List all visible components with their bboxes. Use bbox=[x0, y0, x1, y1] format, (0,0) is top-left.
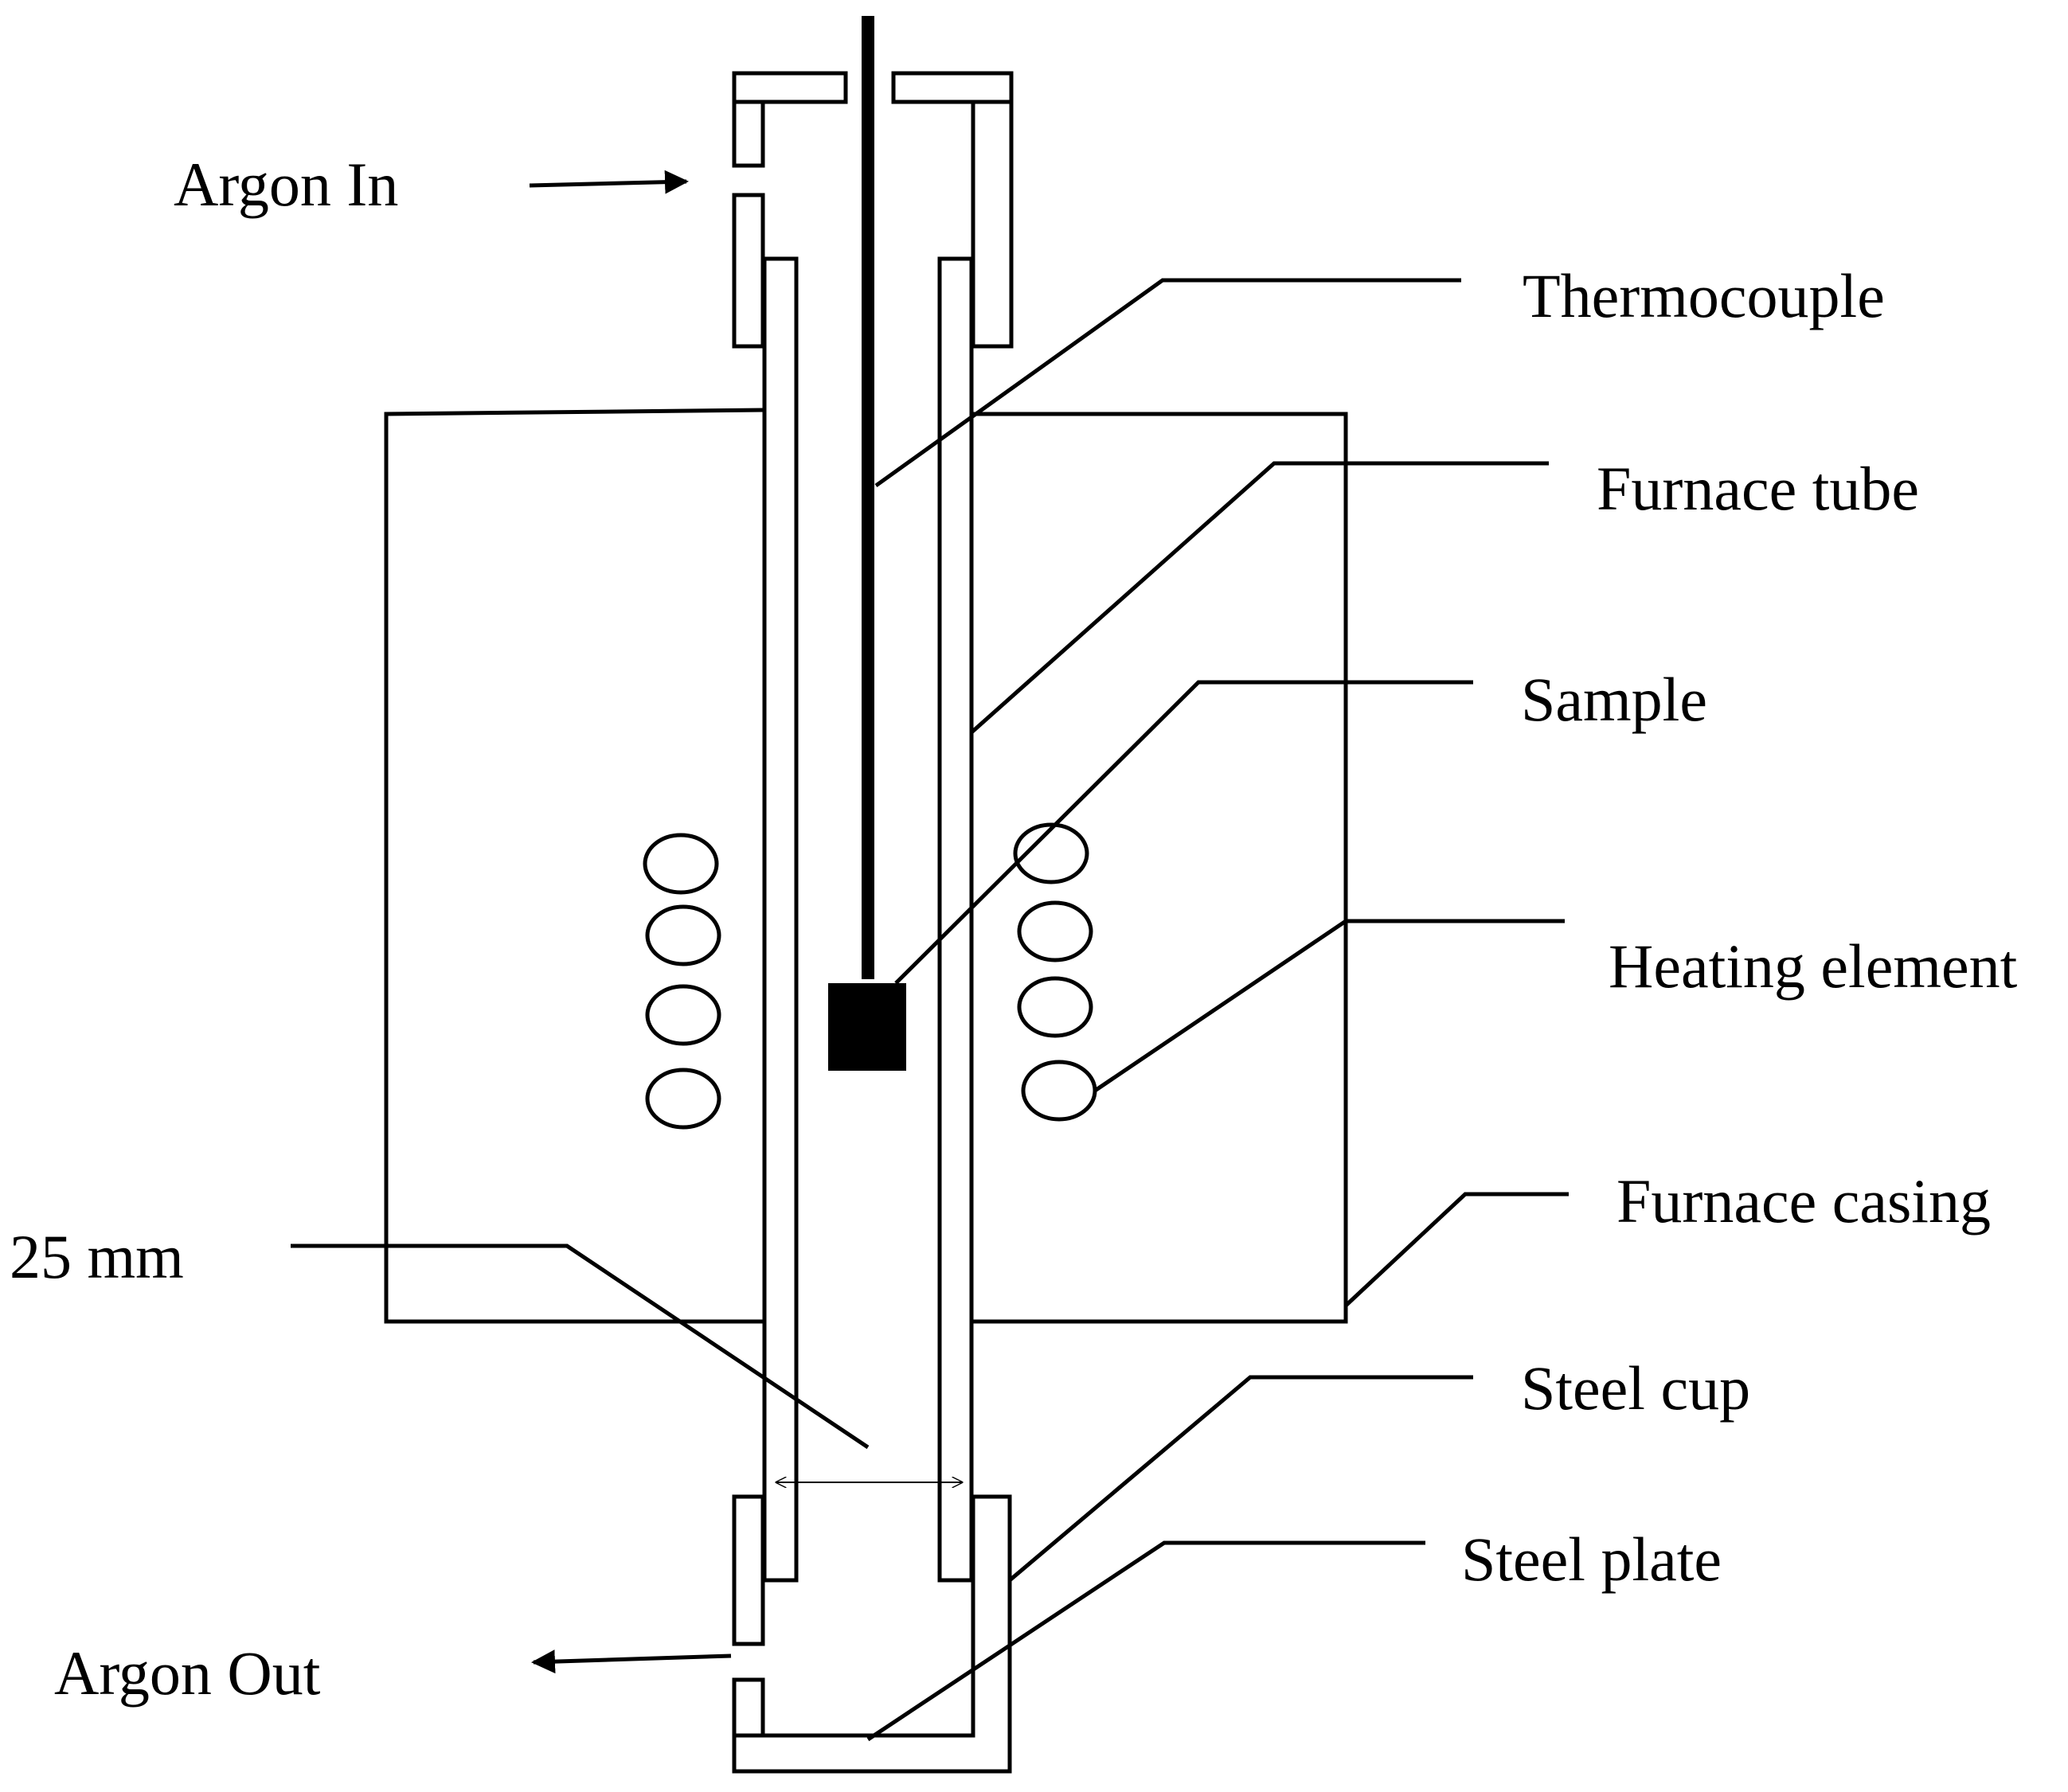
top-cap-right-lid bbox=[891, 71, 1014, 104]
thermocouple-leader bbox=[874, 278, 1461, 488]
sample-block bbox=[828, 983, 906, 1071]
furnace-casing-leader bbox=[1344, 1192, 1569, 1307]
top-cap-left-lid bbox=[732, 71, 848, 104]
dimension-leader bbox=[291, 1243, 870, 1450]
furnace-casing-label: Furnace casing bbox=[1616, 1166, 1991, 1236]
top-cap-left-upper-wall bbox=[732, 100, 765, 168]
heating-element-leader bbox=[1093, 919, 1565, 1093]
top-cap-right-wall bbox=[971, 100, 1014, 349]
furnace-tube-label: Furnace tube bbox=[1597, 454, 1919, 523]
steel-plate-label: Steel plate bbox=[1461, 1525, 1722, 1594]
steel-cup-leader bbox=[1008, 1375, 1473, 1582]
argon-out-label: Argon Out bbox=[54, 1638, 321, 1708]
argon-out-arrow bbox=[531, 1649, 732, 1674]
steel-cup-label: Steel cup bbox=[1521, 1353, 1750, 1423]
dimension-label: 25 mm bbox=[10, 1222, 184, 1291]
furnace-tube-leader bbox=[970, 461, 1549, 734]
heating-coil-left-3 bbox=[645, 984, 721, 1046]
steel-cup-left-upper-wall bbox=[732, 1494, 765, 1646]
heating-coil-right-1 bbox=[1013, 822, 1089, 884]
sample-leader bbox=[894, 680, 1473, 985]
furnace-tube-right-wall bbox=[937, 256, 974, 1583]
furnace-casing-left bbox=[384, 408, 765, 1324]
heating-coil-left-2 bbox=[645, 904, 721, 966]
steel-cup-right-wall bbox=[732, 1494, 1012, 1774]
furnace-tube-left-wall bbox=[762, 256, 799, 1583]
top-cap-left-lower-wall bbox=[732, 193, 765, 349]
steel-cup-left-lower-wall bbox=[732, 1677, 765, 1738]
furnace-casing-right bbox=[971, 412, 1348, 1324]
thermocouple-label: Thermocouple bbox=[1523, 261, 1885, 330]
argon-in-arrow bbox=[529, 170, 689, 194]
argon-in-label: Argon In bbox=[174, 150, 398, 219]
heating-coil-right-2 bbox=[1017, 900, 1093, 962]
sample-label: Sample bbox=[1521, 665, 1707, 734]
heating-coil-right-4 bbox=[1021, 1060, 1097, 1122]
heating-coil-right-3 bbox=[1017, 976, 1093, 1038]
heating-coil-left-4 bbox=[645, 1068, 721, 1130]
heating-element-label: Heating element bbox=[1609, 931, 2018, 1001]
thermocouple-rod bbox=[862, 16, 874, 979]
steel-plate-leader bbox=[866, 1540, 1425, 1742]
heating-coil-left-1 bbox=[643, 833, 719, 895]
